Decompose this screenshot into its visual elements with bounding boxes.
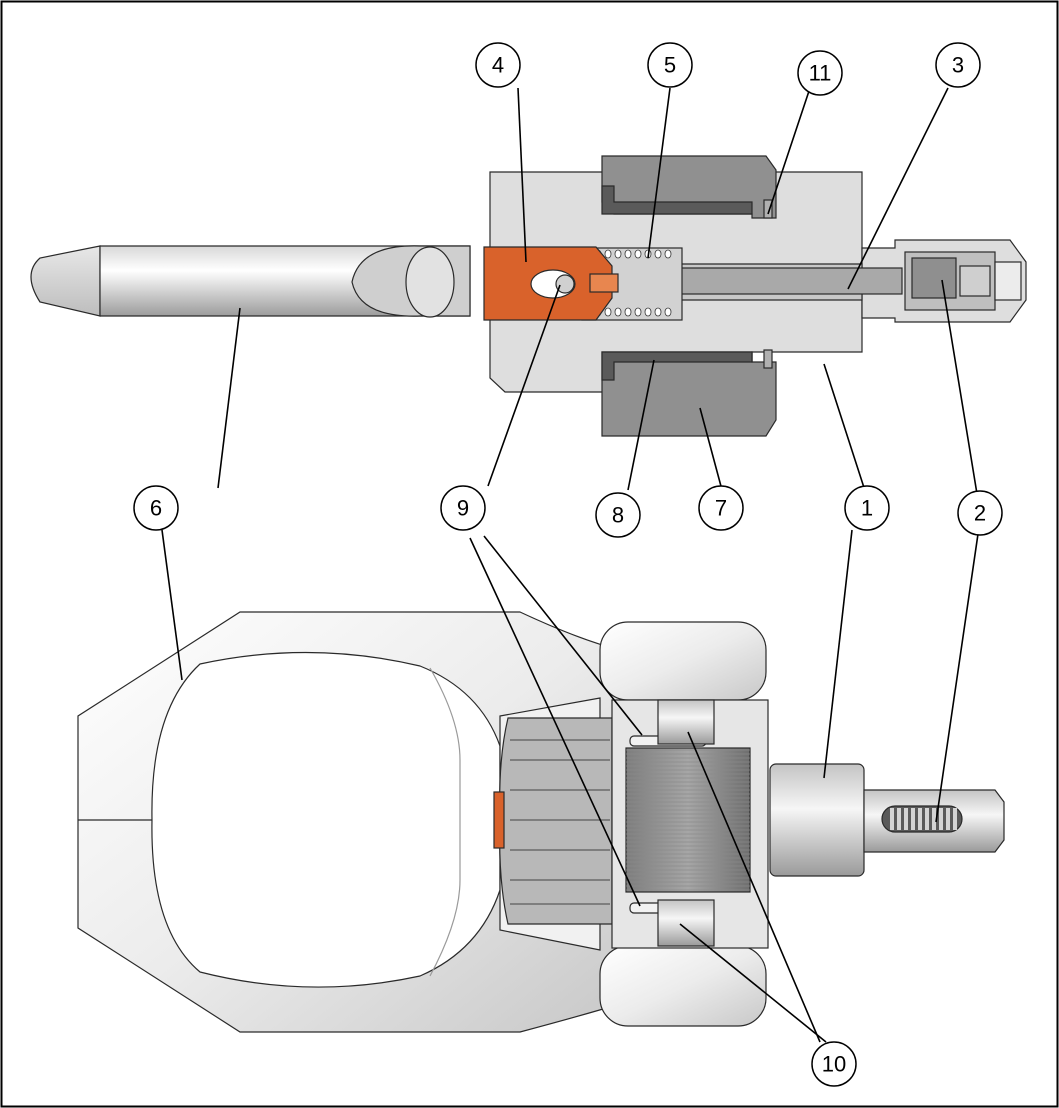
- callout-8-label: 8: [612, 503, 624, 528]
- spring-coil: [664, 307, 672, 317]
- callout-4-label: 4: [492, 53, 504, 78]
- spline-tooth: [904, 808, 908, 830]
- spline-tooth: [911, 808, 915, 830]
- spring-coil: [634, 249, 642, 259]
- callout-11-label: 11: [809, 61, 832, 86]
- callout-3-label: 3: [952, 53, 964, 78]
- hex-nut: [493, 717, 613, 925]
- part-8-ring: [601, 351, 753, 381]
- spring-coil: [664, 249, 672, 259]
- callout-1-label: 1: [861, 496, 873, 521]
- callout-5-label: 5: [664, 53, 676, 78]
- spline-tooth: [918, 808, 922, 830]
- lug-bottom: [599, 945, 767, 1027]
- spring-coil: [634, 307, 642, 317]
- callout-4: 4: [475, 42, 521, 88]
- callout-6-label: 6: [150, 496, 162, 521]
- spring-coil: [604, 249, 612, 259]
- spline-tooth: [932, 808, 936, 830]
- callout-9: 9: [440, 485, 486, 531]
- spline-tooth: [953, 808, 957, 830]
- spline-tooth: [925, 808, 929, 830]
- part-4-coupling: [483, 246, 619, 321]
- callout-2-label: 2: [974, 501, 986, 526]
- callout-1: 1: [844, 485, 890, 531]
- callout-9-label: 9: [457, 496, 469, 521]
- spline-tooth: [946, 808, 950, 830]
- spring-coil: [624, 249, 632, 259]
- spring-coil: [614, 307, 622, 317]
- callout-11: 11: [797, 50, 843, 96]
- callout-7-label: 7: [715, 496, 727, 521]
- spring-coil: [654, 249, 662, 259]
- part-11-snapring: [763, 199, 773, 219]
- section-view: [30, 155, 1027, 437]
- part-10-bolt-top: [657, 699, 715, 745]
- callout-8: 8: [595, 492, 641, 538]
- spline-tooth: [897, 808, 901, 830]
- leader-lines: [161, 87, 979, 1043]
- part-6-rod: [30, 245, 471, 318]
- callout-7: 7: [698, 485, 744, 531]
- callout-10-label: 10: [822, 1052, 846, 1077]
- callout-2: 2: [957, 490, 1003, 536]
- callout-3: 3: [935, 42, 981, 88]
- part-10-bolt-bottom: [657, 899, 715, 947]
- callout-10: 10: [811, 1041, 857, 1087]
- spline-tooth: [939, 808, 943, 830]
- callout-6-top: 6: [133, 485, 179, 531]
- callout-5: 5: [647, 42, 693, 88]
- spline-tooth: [890, 808, 894, 830]
- exterior-view: [77, 611, 1005, 1033]
- lug-top: [599, 621, 767, 701]
- part-2-insert: [904, 251, 1022, 311]
- spring-coil: [614, 249, 622, 259]
- spring-coil: [654, 307, 662, 317]
- part-1-axle: [769, 763, 865, 877]
- spring-coil: [624, 307, 632, 317]
- spring-coil: [604, 307, 612, 317]
- spring-coil: [644, 307, 652, 317]
